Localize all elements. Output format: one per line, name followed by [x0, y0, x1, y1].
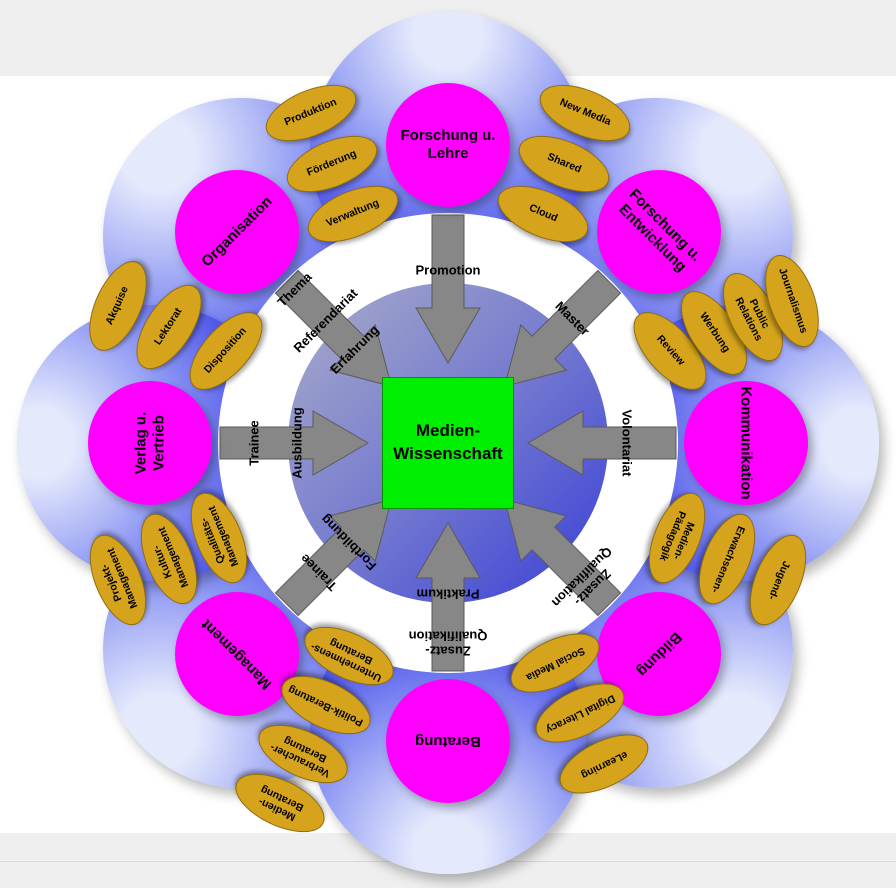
field-circle-forschung-u-entwicklung: Forschung u. Entwicklung: [596, 170, 721, 295]
field-circle-kommunikation: Kommunikation: [684, 381, 808, 505]
field-circle-organisation: Organisation: [175, 170, 300, 295]
career-path-trainee: Trainee: [246, 420, 262, 466]
field-circle-forschung-u-lehre: Forschung u. Lehre: [386, 83, 510, 207]
career-path-volontariat: Volontariat: [619, 409, 635, 477]
field-label: Forschung u. Lehre: [400, 127, 496, 162]
field-label: Verlag u. Vertrieb: [132, 411, 167, 475]
career-path-zusatz-qualifikation: Zusatz- Qualifikation: [408, 629, 488, 659]
field-label: Management: [198, 615, 276, 693]
field-circle-beratung: Beratung: [386, 679, 510, 803]
field-label: Bildung: [633, 628, 685, 680]
center-topic-box: Medien- Wissenschaft: [382, 377, 514, 509]
career-path-ausbildung: Ausbildung: [289, 407, 305, 479]
field-label: Kommunikation: [738, 386, 755, 500]
center-topic-line1: Medien-: [415, 421, 481, 441]
center-topic-line2: Wissenschaft: [393, 444, 503, 463]
career-path-praktikum: Praktikum: [416, 586, 480, 602]
field-circle-management: Management: [175, 591, 300, 716]
field-circle-verlag-u-vertrieb: Verlag u. Vertrieb: [88, 381, 212, 505]
field-label: Organisation: [198, 193, 276, 271]
career-path-promotion: Promotion: [415, 262, 481, 278]
field-label: Forschung u. Entwicklung: [615, 185, 706, 276]
field-label: Beratung: [415, 733, 481, 750]
